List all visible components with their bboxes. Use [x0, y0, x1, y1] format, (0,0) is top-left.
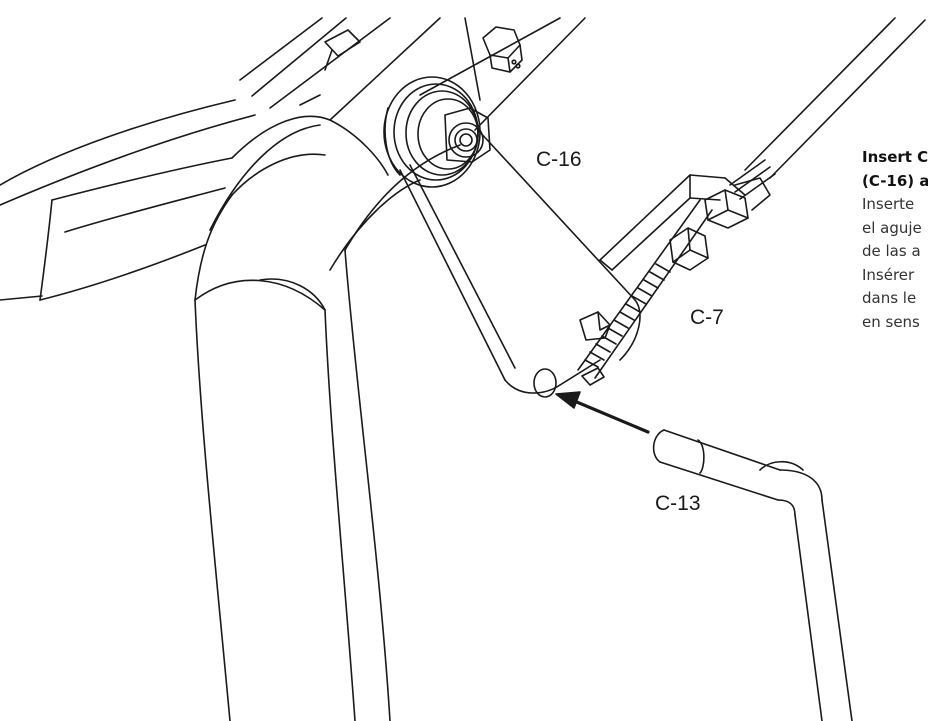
- wing-nut: [579, 311, 611, 341]
- label-c7: C-7: [690, 306, 724, 329]
- hex-nuts: [669, 177, 771, 271]
- instruction-en-line2: (C-16) a: [862, 171, 928, 190]
- label-c13: C-13: [655, 492, 701, 515]
- instruction-fr-line1: Insérer: [862, 265, 915, 284]
- instruction-es-line1: Inserte: [862, 195, 915, 213]
- seat-post-tube: [194, 115, 461, 721]
- bent-pin: [652, 429, 853, 721]
- frame-rails: [239, 17, 441, 121]
- instruction-en-line1: Insert C: [862, 148, 928, 166]
- instruction-es-line2: el aguje: [862, 218, 922, 237]
- roller-wheel-assembly: [383, 76, 491, 188]
- instruction-fr-line3: en sens: [862, 312, 920, 331]
- instruction-es-line3: de las a: [862, 242, 921, 260]
- instruction-fr-line2: dans le: [862, 289, 917, 307]
- tension-rod: [744, 17, 926, 179]
- threaded-bolt: [577, 159, 776, 386]
- label-c16: C-16: [536, 148, 582, 171]
- bracket-hole: [533, 368, 557, 398]
- angle-bracket: [599, 174, 746, 271]
- hex-bolt-head: [482, 26, 523, 73]
- insert-arrow: [555, 391, 650, 434]
- instruction-text: Insert C (C-16) a Inserte el aguje de la…: [862, 146, 928, 334]
- left-frame-tube: [0, 99, 256, 301]
- bracket-plate: [399, 17, 641, 398]
